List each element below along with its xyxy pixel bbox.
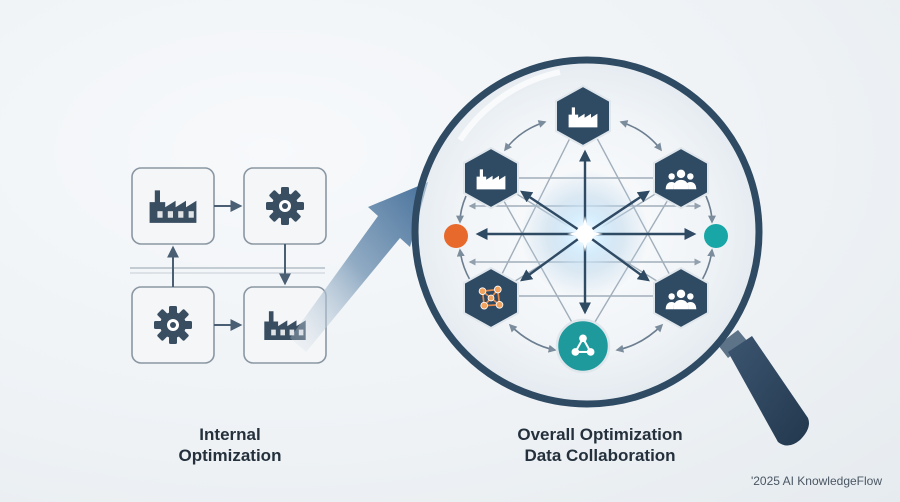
caption-line: Data Collaboration [524,446,676,465]
collaboration-hub [444,84,728,374]
hub-node-upper-left [463,146,519,210]
hub-node-lower-right [653,266,709,330]
gear-icon [154,306,192,344]
caption-line: Optimization [178,446,282,465]
orange-node [444,224,468,248]
magnifier-handle [728,336,809,446]
hub-node-lower-left [463,266,519,330]
box-top-right [243,167,327,245]
box-top-left [131,167,215,245]
network-icon [478,285,504,310]
gear-icon [266,187,304,225]
hub-node-top [555,84,611,148]
internal-optimization-caption: Internal Optimization [130,424,330,466]
caption-line: Internal [199,425,261,444]
hub-node-upper-right [653,146,709,210]
box-bottom-left [131,286,215,364]
magnifier-collar [718,330,748,358]
caption-line: Overall Optimization [517,425,683,444]
overall-optimization-caption: Overall Optimization Data Collaboration [460,424,740,466]
copyright-text: '2025 AI KnowledgeFlow [750,474,882,488]
transition-arrow [290,182,428,352]
teal-node [704,224,728,248]
center-spark [567,216,603,252]
lens-highlight [457,69,561,142]
hub-node-bottom [555,318,611,374]
